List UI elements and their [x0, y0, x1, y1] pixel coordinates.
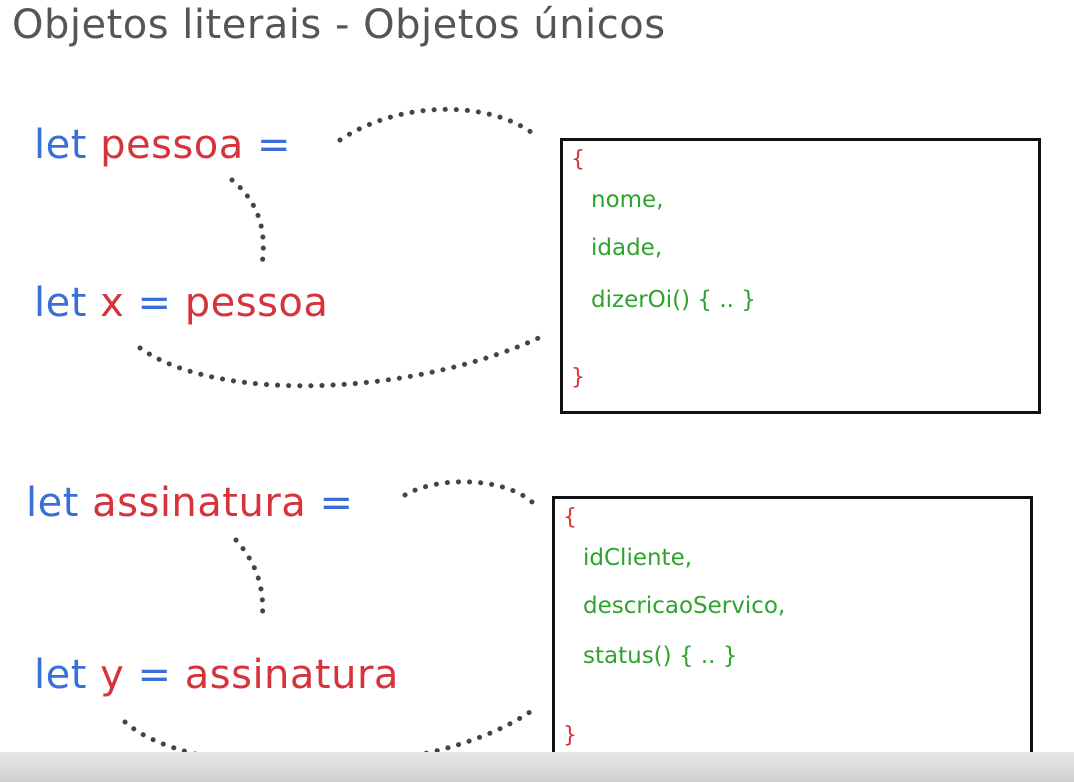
declaration-assinatura: let assinatura = [26, 480, 354, 526]
variable-name: assinatura [92, 480, 307, 526]
close-brace: } [563, 723, 577, 748]
object-property: descricaoServico, [583, 593, 786, 619]
connector-decl-to-ref-2 [233, 537, 266, 625]
reference-y: let y = assinatura [34, 652, 399, 698]
object-method: status() { .. } [583, 643, 738, 669]
keyword-let: let [26, 480, 79, 526]
variable-name: x [100, 280, 125, 326]
variable-value: pessoa [184, 280, 329, 326]
connector-ref-to-object-2 [122, 709, 533, 769]
connector-decl-to-object-2 [402, 479, 535, 505]
assign-operator: = [319, 480, 354, 526]
assign-operator: = [137, 652, 172, 698]
object-property: idade, [591, 235, 663, 261]
open-brace: { [571, 147, 585, 172]
variable-value: assinatura [184, 652, 399, 698]
object-box-assinatura: { idCliente, descricaoServico, status() … [552, 496, 1033, 772]
object-box-pessoa: { nome, idade, dizerOi() { .. } } [560, 138, 1041, 414]
keyword-let: let [34, 122, 87, 168]
object-property: nome, [591, 187, 664, 213]
page-title: Objetos literais - Objetos únicos [12, 2, 666, 48]
variable-name: y [100, 652, 125, 698]
connector-decl-to-ref-1 [229, 177, 266, 268]
keyword-let: let [34, 652, 87, 698]
object-method: dizerOi() { .. } [591, 287, 756, 313]
close-brace: } [571, 365, 585, 390]
assign-operator: = [257, 122, 292, 168]
connector-ref-to-object-1 [137, 332, 548, 389]
keyword-let: let [34, 280, 87, 326]
open-brace: { [563, 505, 577, 530]
video-player-bar [0, 752, 1074, 782]
reference-x: let x = pessoa [34, 280, 328, 326]
object-property: idCliente, [583, 545, 693, 571]
variable-name: pessoa [100, 122, 244, 168]
assign-operator: = [137, 280, 172, 326]
declaration-pessoa: let pessoa = [34, 122, 291, 168]
connector-decl-to-object-1 [337, 106, 538, 143]
